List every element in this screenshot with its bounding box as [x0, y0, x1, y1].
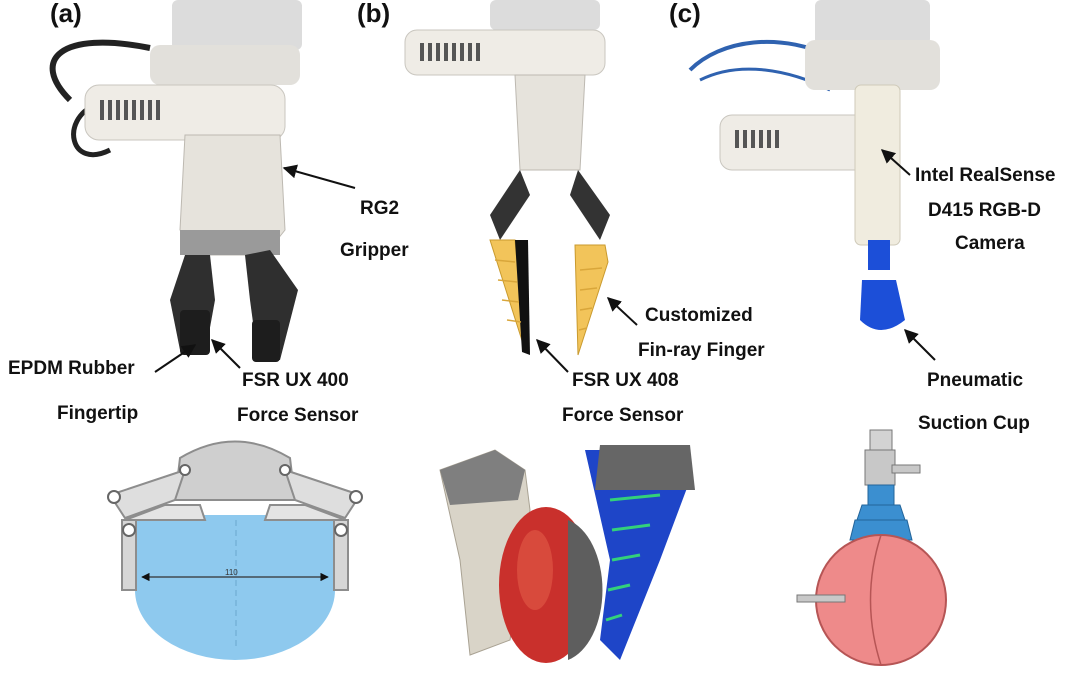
suction-gripper-photo — [688, 0, 940, 330]
cad-rg2-model — [107, 440, 363, 660]
label-arrows — [154, 149, 936, 373]
label-fsr408-line2: Force Sensor — [562, 405, 684, 426]
cad-dimension-label: 110 — [225, 568, 238, 577]
label-fsr408-line1: FSR UX 408 — [572, 370, 679, 391]
cad-finray-fem-model — [439, 445, 695, 663]
label-camera-line1: Intel RealSense — [915, 165, 1056, 186]
label-finray-line1: Customized — [645, 305, 753, 326]
panel-a-letter: (a) — [50, 0, 82, 28]
label-epdm-line2: Fingertip — [57, 403, 139, 424]
label-epdm-line1: EPDM Rubber — [8, 358, 135, 379]
panel-c-letter: (c) — [669, 0, 701, 28]
label-suction-line2: Suction Cup — [918, 413, 1030, 434]
label-rg2-line2: Gripper — [340, 240, 409, 261]
label-camera-line3: Camera — [955, 233, 1025, 254]
finray-gripper-photo — [404, 0, 610, 356]
label-rg2-line1: RG2 — [360, 198, 400, 219]
panel-b-letter: (b) — [357, 0, 391, 28]
label-finray-line2: Fin-ray Finger — [638, 340, 765, 361]
cad-suction-model — [796, 429, 947, 666]
label-camera-line2: D415 RGB-D — [928, 200, 1041, 221]
label-fsr400-line2: Force Sensor — [237, 405, 359, 426]
rg2-gripper-photo — [49, 0, 302, 362]
label-suction-line1: Pneumatic — [927, 370, 1024, 391]
label-fsr400-line1: FSR UX 400 — [242, 370, 349, 391]
